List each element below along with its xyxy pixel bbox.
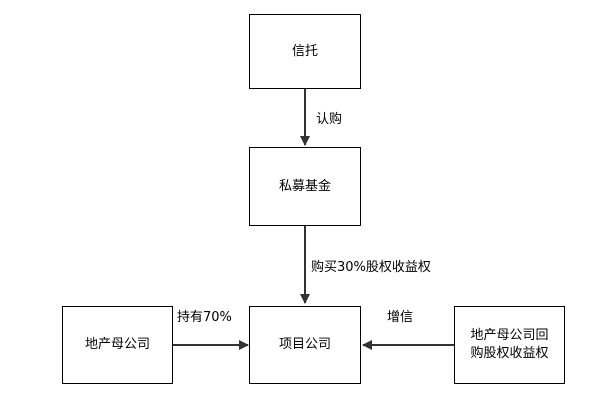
node-private-fund: 私募基金: [249, 147, 361, 226]
edge-label-subscribe: 认购: [316, 112, 343, 127]
node-project-company: 项目公司: [249, 306, 361, 384]
node-parent-company-label: 地产母公司: [84, 337, 150, 352]
node-buyback-label-line1: 地产母公司回: [470, 328, 549, 343]
node-parent-company: 地产母公司: [62, 306, 173, 384]
node-project-company-label: 项目公司: [278, 337, 331, 352]
node-trust-label: 信托: [291, 43, 318, 59]
edge-label-hold-70: 持有70%: [177, 310, 232, 325]
node-buyback: 地产母公司回 购股权收益权: [454, 306, 565, 384]
node-trust: 信托: [249, 14, 361, 89]
edge-label-credit-enhancement: 增信: [387, 310, 414, 325]
edge-label-buy-equity-income: 购买30%股权收益权: [311, 260, 431, 275]
node-buyback-label-line2: 购股权收益权: [470, 346, 549, 361]
node-private-fund-label: 私募基金: [278, 178, 331, 194]
